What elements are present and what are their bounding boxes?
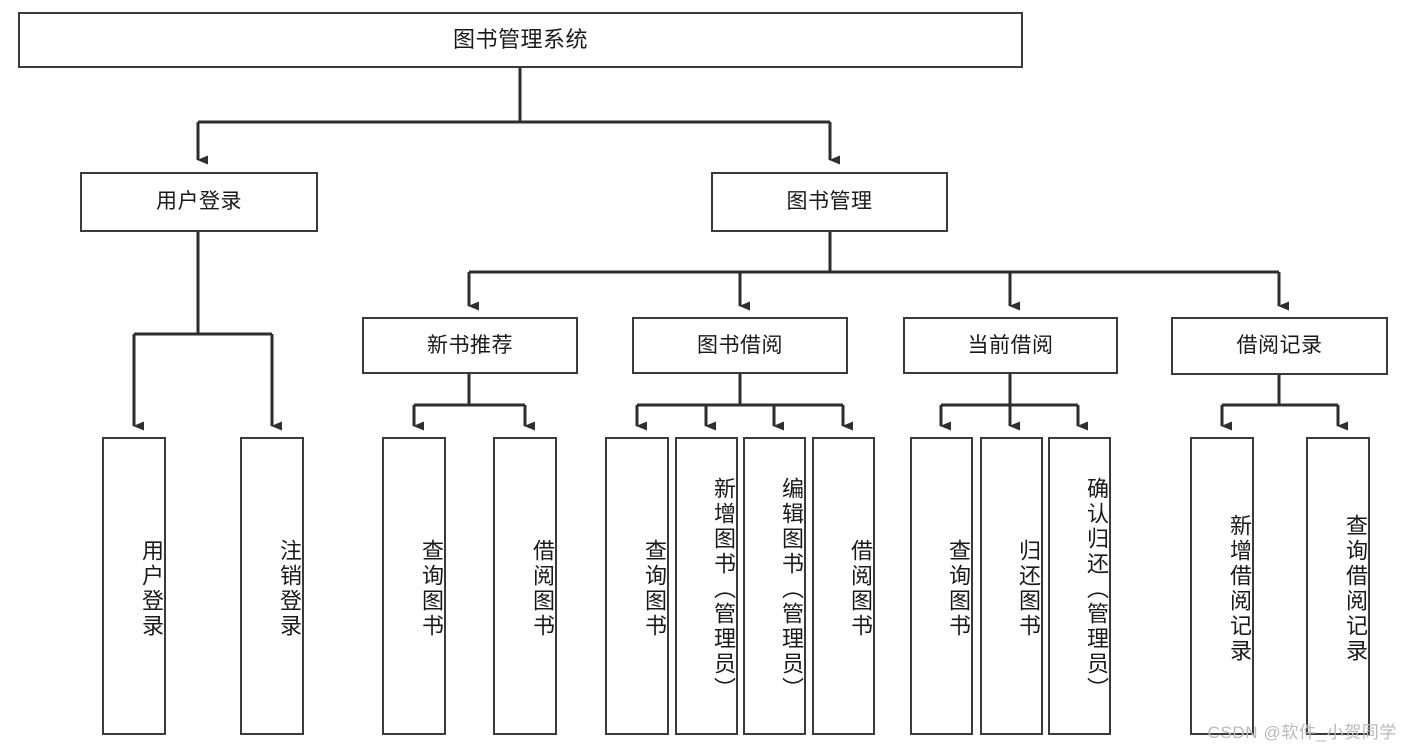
node-leaf-query-record-label: 查询借阅记录 (1343, 514, 1368, 664)
watermark: CSDN @软件_小贺同学 (1207, 723, 1397, 742)
node-leaf-edit-book-label: 编辑图书（管理员） (779, 476, 804, 702)
node-leaf-query-record[interactable]: 查询借阅记录 (1306, 437, 1370, 735)
node-leaf-edit-book[interactable]: 编辑图书（管理员） (743, 437, 806, 735)
node-user-login-label: 用户登录 (156, 190, 242, 214)
node-leaf-borrow-book-1[interactable]: 借阅图书 (493, 437, 557, 735)
node-leaf-query-book-2-label: 查询图书 (642, 539, 667, 639)
node-book-borrow[interactable]: 图书借阅 (632, 317, 848, 374)
node-leaf-add-record[interactable]: 新增借阅记录 (1190, 437, 1254, 735)
node-book-manage[interactable]: 图书管理 (711, 172, 948, 232)
node-book-manage-label: 图书管理 (786, 190, 873, 214)
node-borrow-record[interactable]: 借阅记录 (1171, 317, 1388, 375)
node-current-borrow[interactable]: 当前借阅 (903, 317, 1118, 374)
node-leaf-query-book-3-label: 查询图书 (946, 539, 971, 639)
node-leaf-borrow-book-2[interactable]: 借阅图书 (812, 437, 875, 735)
node-user-login[interactable]: 用户登录 (80, 172, 318, 232)
node-leaf-confirm-return-label: 确认归还（管理员） (1084, 476, 1109, 702)
node-leaf-return-book[interactable]: 归还图书 (980, 437, 1043, 735)
node-leaf-borrow-book-1-label: 借阅图书 (530, 539, 555, 639)
node-leaf-logout-label: 注销登录 (277, 539, 302, 639)
node-leaf-query-book-2[interactable]: 查询图书 (605, 437, 669, 735)
node-leaf-user-login-label: 用户登录 (139, 539, 164, 639)
node-borrow-record-label: 借阅记录 (1236, 334, 1323, 358)
node-new-book-rec-label: 新书推荐 (427, 333, 513, 357)
node-current-borrow-label: 当前借阅 (967, 333, 1054, 357)
node-new-book-rec[interactable]: 新书推荐 (362, 317, 578, 374)
node-leaf-user-login[interactable]: 用户登录 (102, 437, 166, 735)
node-leaf-query-book-1-label: 查询图书 (419, 539, 444, 639)
node-leaf-query-book-1[interactable]: 查询图书 (382, 437, 446, 735)
node-leaf-logout[interactable]: 注销登录 (240, 437, 304, 735)
node-leaf-add-book-label: 新增图书（管理员） (711, 476, 736, 702)
node-leaf-borrow-book-2-label: 借阅图书 (848, 539, 873, 639)
node-leaf-add-record-label: 新增借阅记录 (1227, 514, 1252, 664)
node-book-borrow-label: 图书借阅 (697, 333, 783, 357)
node-leaf-query-book-3[interactable]: 查询图书 (910, 437, 973, 735)
node-leaf-add-book[interactable]: 新增图书（管理员） (675, 437, 738, 735)
node-leaf-return-book-label: 归还图书 (1016, 539, 1041, 639)
node-leaf-confirm-return[interactable]: 确认归还（管理员） (1048, 437, 1111, 735)
node-root-label: 图书管理系统 (452, 26, 588, 52)
node-root[interactable]: 图书管理系统 (18, 12, 1023, 68)
